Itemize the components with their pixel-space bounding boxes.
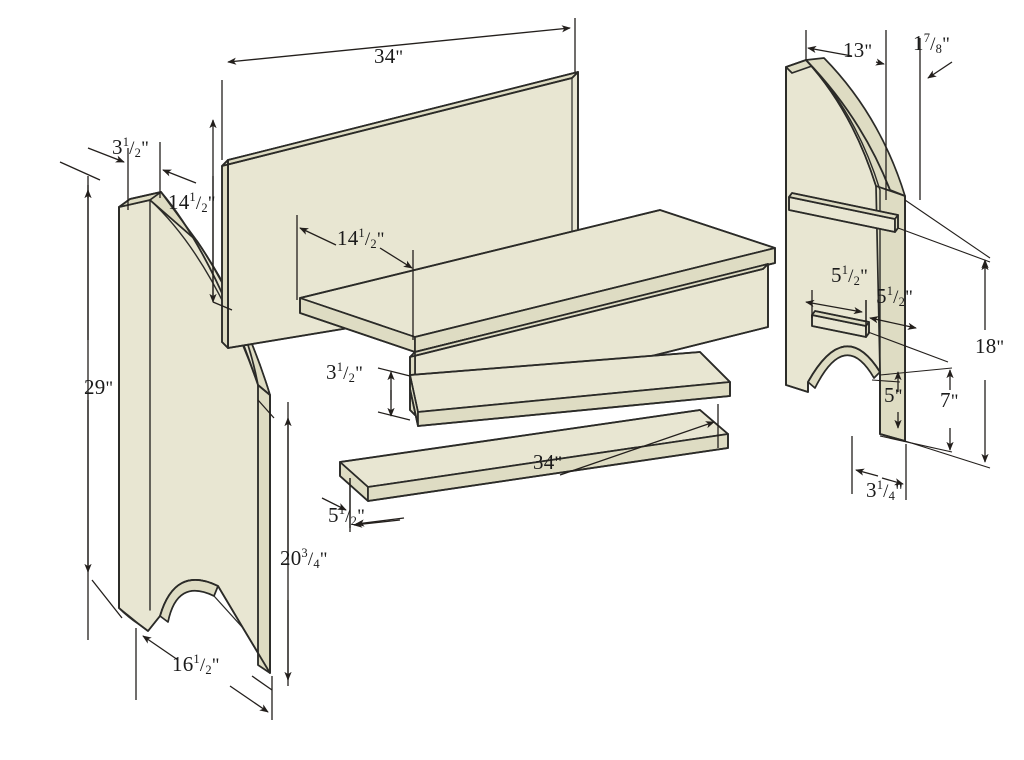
dimension-label-panel-height-7: 7" — [940, 388, 959, 412]
dim-line-34-b-a — [355, 517, 405, 527]
dimension-label-side-overall-height: 29" — [84, 375, 114, 399]
ext-line — [904, 440, 991, 469]
part-middle-rail — [409, 351, 731, 427]
dim-line-seat-depth-a — [299, 227, 337, 246]
ext-line — [904, 199, 991, 259]
ext-line — [251, 675, 273, 691]
dim-line-34-b-b — [559, 421, 715, 476]
dim-line-55-a — [321, 497, 347, 511]
dimension-label-panel-height-18: 18" — [975, 334, 1005, 358]
dim-line-16-b — [229, 685, 269, 713]
dimension-label-cleat-offset-left: 51/2" — [831, 263, 869, 288]
ext-line — [879, 367, 953, 376]
dim-line-cleat-left — [805, 299, 863, 315]
dim-line-178 — [927, 61, 953, 79]
part-bottom-stretcher — [339, 409, 729, 502]
dimension-label-arch-height: 5" — [884, 383, 903, 407]
dim-line-13-a — [807, 45, 853, 57]
ext-line — [212, 301, 233, 311]
dim-line-314-a — [855, 468, 879, 477]
ext-line — [91, 579, 123, 619]
dim-line-16-a — [142, 635, 179, 661]
dimension-label-back-height: 141/2" — [168, 190, 216, 215]
dimension-label-seat-depth: 141/2" — [337, 226, 385, 251]
dimension-label-rail-width: 31/2" — [326, 360, 364, 385]
dimension-label-stretcher-width: 51/2" — [328, 503, 366, 528]
dim-line-side-thickness-b — [162, 169, 197, 184]
dimension-label-back-width: 34" — [374, 44, 404, 68]
ext-line — [59, 161, 101, 181]
dim-line-side-thickness-a — [87, 147, 125, 163]
dim-line-seat-depth-b — [379, 247, 413, 269]
dim-line-314-b — [881, 477, 904, 486]
dimension-label-panel-top-width: 13" — [843, 38, 873, 62]
dimension-label-cleat-offset-right: 51/2" — [876, 284, 914, 309]
dimension-label-side-front-height: 203/4" — [280, 546, 328, 571]
leader-upper-cleat — [897, 227, 991, 263]
dim-line-13-b — [875, 58, 885, 66]
dimension-label-side-thickness: 31/2" — [112, 135, 150, 160]
dimension-label-foot-width: 31/4" — [866, 478, 904, 503]
part-seat-board — [299, 209, 776, 353]
dim-line-55-b — [353, 519, 401, 528]
dimension-label-side-depth: 161/2" — [172, 652, 220, 677]
part-upper-cleat — [788, 192, 899, 233]
leader-lower-cleat — [867, 331, 949, 363]
dim-line-back-width — [227, 25, 571, 65]
dimension-label-stretcher-length: 34" — [533, 450, 563, 474]
ext-line — [871, 379, 901, 383]
dimension-label-panel-top-narrow: 17/8" — [913, 31, 951, 56]
dim-line-cleat-right — [869, 316, 917, 330]
ext-line — [257, 399, 275, 419]
ext-line — [879, 435, 953, 453]
